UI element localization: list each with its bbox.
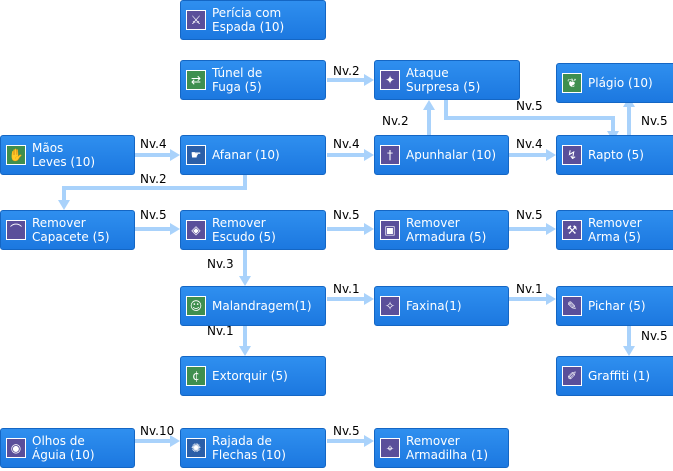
- skill-node-rarmadilha[interactable]: ⌖ Remover Armadilha (1): [374, 428, 509, 468]
- edge-label-olhos-rajada: Nv.10: [140, 424, 175, 438]
- edge-afanar-rcapacete: [62, 169, 247, 202]
- edge-label-tunel-ataque: Nv.2: [333, 64, 360, 78]
- skill-label: Túnel de Fuga (5): [212, 66, 263, 94]
- arrowhead-pichar-graffiti: [623, 346, 635, 356]
- skill-node-rcapacete[interactable]: ⌒ Remover Capacete (5): [0, 210, 135, 250]
- armor-icon: ▣: [380, 220, 400, 240]
- skill-label: Afanar (10): [212, 148, 280, 162]
- edge-label-rcapacete-rescudo: Nv.5: [140, 208, 167, 222]
- skill-label: Rapto (5): [588, 148, 644, 162]
- arrowhead-rescudo-malandragem: [239, 276, 251, 286]
- skill-node-rajada[interactable]: ✺ Rajada de Flechas (10): [180, 428, 326, 468]
- edge-label-malandragem-faxina: Nv.1: [333, 282, 360, 296]
- edge-label-rapto-plagio: Nv.5: [641, 114, 668, 128]
- escape-icon: ⇄: [186, 70, 206, 90]
- arrowhead-rcapacete-rescudo: [170, 223, 180, 235]
- skill-node-pichar[interactable]: ✎ Pichar (5): [556, 286, 673, 326]
- skill-node-extorquir[interactable]: ¢ Extorquir (5): [180, 356, 326, 396]
- arrowhead-faxina-pichar: [546, 293, 556, 305]
- snatch-icon: ↯: [562, 145, 582, 165]
- skill-label: Malandragem(1): [212, 299, 312, 313]
- arrowhead-rajada-rarmadilha: [364, 435, 374, 447]
- edge-label-rescudo-malandragem: Nv.3: [207, 257, 234, 271]
- skill-label: Pichar (5): [588, 299, 646, 313]
- arrowhead-rescudo-rarmadura: [364, 223, 374, 235]
- edge-label-malandragem-extorquir: Nv.1: [207, 324, 234, 338]
- skill-label: Olhos de Águia (10): [32, 434, 95, 462]
- skill-node-rarmadura[interactable]: ▣ Remover Armadura (5): [374, 210, 509, 250]
- edge-label-apunhalar-rapto: Nv.4: [516, 137, 543, 151]
- arrowhead-apunhalar-rapto: [546, 149, 556, 161]
- cleaner-icon: ✧: [380, 296, 400, 316]
- skill-label: Plágio (10): [588, 76, 653, 90]
- skill-label: Ataque Surpresa (5): [406, 66, 481, 94]
- shield-icon: ◈: [186, 220, 206, 240]
- skill-label: Perícia com Espada (10): [212, 6, 285, 34]
- skill-label: Extorquir (5): [212, 369, 288, 383]
- edge-label-afanar-rcapacete: Nv.2: [140, 172, 167, 186]
- skill-label: Faxina(1): [406, 299, 462, 313]
- skill-label: Apunhalar (10): [406, 148, 497, 162]
- edge-label-afanar-apunhalar: Nv.4: [333, 137, 360, 151]
- arrow-shower-icon: ✺: [186, 438, 206, 458]
- surprise-attack-icon: ✦: [380, 70, 400, 90]
- skill-node-ataque[interactable]: ✦ Ataque Surpresa (5): [374, 60, 520, 100]
- trap-icon: ⌖: [380, 438, 400, 458]
- skill-label: Remover Capacete (5): [32, 216, 110, 244]
- edge-label-faxina-pichar: Nv.1: [516, 282, 543, 296]
- dagger-icon: †: [380, 145, 400, 165]
- skill-node-maos[interactable]: ✋ Mãos Leves (10): [0, 135, 135, 175]
- arrowhead-maos-afanar: [170, 149, 180, 161]
- skill-node-rarma[interactable]: ⚒ Remover Arma (5): [556, 210, 673, 250]
- coin-icon: ¢: [186, 366, 206, 386]
- weapon-icon: ⚒: [562, 220, 582, 240]
- skill-node-afanar[interactable]: ☛ Afanar (10): [180, 135, 326, 175]
- edge-label-rescudo-rarmadura: Nv.5: [333, 208, 360, 222]
- edge-label-maos-afanar: Nv.4: [140, 137, 167, 151]
- arrowhead-olhos-rajada: [170, 435, 180, 447]
- arrowhead-afanar-rcapacete: [58, 200, 70, 210]
- skill-node-faxina[interactable]: ✧ Faxina(1): [374, 286, 509, 326]
- arrowhead-tunel-ataque: [364, 74, 374, 86]
- skill-node-rapto[interactable]: ↯ Rapto (5): [556, 135, 673, 175]
- edge-label-ataque-rapto: Nv.5: [516, 99, 543, 113]
- skill-label: Rajada de Flechas (10): [212, 434, 286, 462]
- skill-label: Remover Armadilha (1): [406, 434, 489, 462]
- edge-label-apunhalar-ataque: Nv.2: [382, 114, 409, 128]
- edge-label-rajada-rarmadilha: Nv.5: [333, 424, 360, 438]
- arrowhead-rarmadura-rarma: [546, 223, 556, 235]
- skill-node-apunhalar[interactable]: † Apunhalar (10): [374, 135, 509, 175]
- skill-node-olhos[interactable]: ◉ Olhos de Águia (10): [0, 428, 135, 468]
- plagiarism-icon: ❦: [562, 73, 582, 93]
- skill-label: Remover Armadura (5): [406, 216, 487, 244]
- edge-label-pichar-graffiti: Nv.5: [641, 329, 668, 343]
- skill-node-plagio[interactable]: ❦ Plágio (10): [556, 63, 673, 103]
- arrowhead-apunhalar-ataque: [423, 100, 435, 110]
- arrowhead-afanar-apunhalar: [364, 149, 374, 161]
- arrowhead-malandragem-extorquir: [239, 346, 251, 356]
- hand-icon: ✋: [6, 145, 26, 165]
- skill-node-rescudo[interactable]: ◈ Remover Escudo (5): [180, 210, 326, 250]
- skill-node-tunel[interactable]: ⇄ Túnel de Fuga (5): [180, 60, 326, 100]
- skill-label: Remover Arma (5): [588, 216, 642, 244]
- helmet-icon: ⌒: [6, 220, 26, 240]
- eagle-eye-icon: ◉: [6, 438, 26, 458]
- spray-icon: ✎: [562, 296, 582, 316]
- trick-icon: ☺: [186, 296, 206, 316]
- arrowhead-malandragem-faxina: [364, 293, 374, 305]
- edge-ataque-rapto: [444, 100, 615, 133]
- skill-label: Mãos Leves (10): [32, 141, 96, 169]
- skill-node-graffiti[interactable]: ✐ Graffiti (1): [556, 356, 673, 396]
- skill-node-pericia[interactable]: ⚔ Perícia com Espada (10): [180, 0, 326, 40]
- edge-label-rarmadura-rarma: Nv.5: [516, 208, 543, 222]
- skill-label: Graffiti (1): [588, 369, 651, 383]
- skill-node-malandragem[interactable]: ☺ Malandragem(1): [180, 286, 326, 326]
- graffiti-icon: ✐: [562, 366, 582, 386]
- steal-icon: ☛: [186, 145, 206, 165]
- skill-label: Remover Escudo (5): [212, 216, 276, 244]
- sword-icon: ⚔: [186, 10, 206, 30]
